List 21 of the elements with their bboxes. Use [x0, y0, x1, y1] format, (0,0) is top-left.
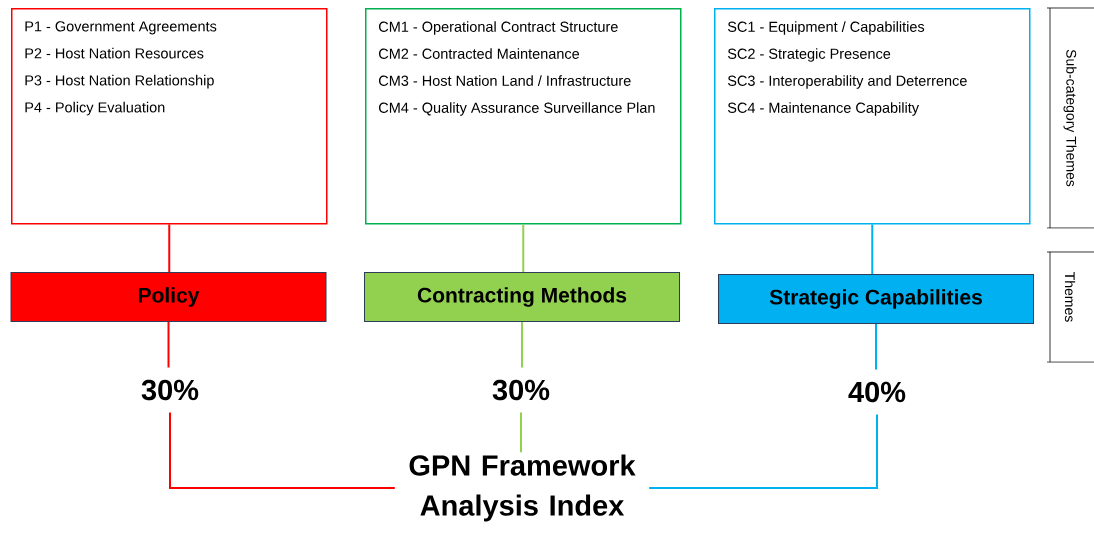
theme-bar: Contracting Methods — [364, 272, 680, 322]
weight-percentage: 30% — [492, 379, 550, 401]
connector-line — [521, 321, 523, 369]
connector-line — [648, 413, 878, 489]
theme-bar: Policy — [10, 272, 327, 322]
weight-percentage: 30% — [141, 379, 199, 401]
subcategory-box: CM1 - Operational Contract Structure CM2 - Contracted Maintenance CM3 - Host Nation Land / Infrastructure CM4 - Quality Assurance Surveillance Plan — [365, 8, 682, 225]
connector-line — [168, 223, 171, 273]
index-title: GPN Framework Analysis Index — [409, 454, 636, 522]
subcategory-box: P1 - Government Agreements P2 - Host Nation Resources P3 - Host Nation Relationship P4 - Policy Evaluation — [11, 8, 328, 225]
theme-bar: Strategic Capabilities — [718, 274, 1034, 324]
connector-line — [522, 223, 525, 273]
connector-line — [875, 323, 877, 371]
side-heading: Themes — [1064, 272, 1076, 322]
connector-line — [520, 411, 522, 454]
connector-line — [169, 411, 396, 489]
connector-line — [167, 321, 170, 369]
weight-percentage: 40% — [848, 381, 906, 403]
connector-line — [871, 223, 874, 275]
side-heading: Sub-category Themes — [1063, 49, 1077, 187]
subcategory-box: SC1 - Equipment / Capabilities SC2 - Strategic Presence SC3 - Interoperability and Deterrence SC4 - Maintenance Capability — [714, 8, 1031, 225]
